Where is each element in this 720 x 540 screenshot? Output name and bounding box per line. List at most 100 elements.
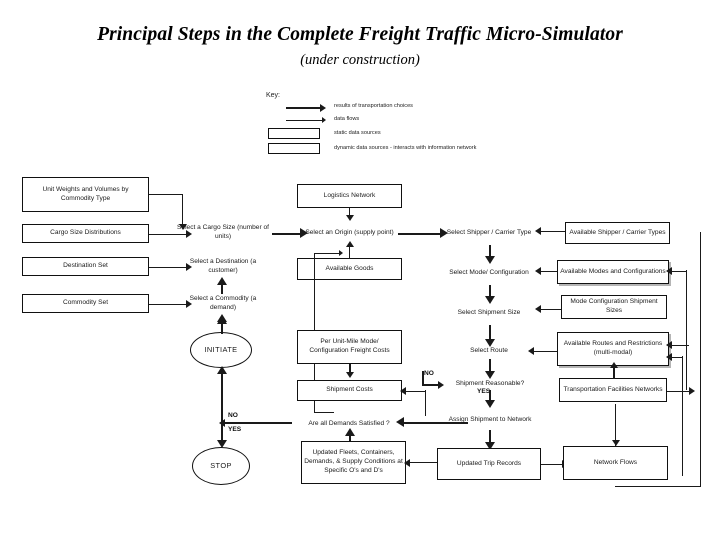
edge-reasonable-no-arrowhead xyxy=(438,380,444,389)
edge-trip-top-feeder xyxy=(489,432,490,448)
edge-commodityset-arrowhead xyxy=(186,300,192,308)
node-available-shipper-types[interactable]: Available Shipper / Carrier Types xyxy=(565,222,670,244)
edge-into-shipment-costs-arrowhead xyxy=(400,387,406,395)
node-select-cargo-size[interactable]: Select a Cargo Size (number of units) xyxy=(175,222,271,244)
edge-route-to-reasonable xyxy=(489,359,492,375)
edge-assign-to-trip xyxy=(489,430,492,446)
edge-into-modes-arrowhead xyxy=(666,267,672,275)
node-commodity-set[interactable]: Commodity Set xyxy=(22,294,149,313)
edge-size-to-route-arrowhead xyxy=(484,339,495,347)
legend-title: Key: xyxy=(266,92,281,99)
edge-unitweights-down xyxy=(182,194,183,226)
legend-entry-dynamic-label: dynamic data sources - interacts with in… xyxy=(334,145,477,151)
node-select-shipment-size[interactable]: Select Shipment Size xyxy=(443,302,535,324)
node-updated-trip-records[interactable]: Updated Trip Records xyxy=(437,448,541,480)
edge-logistics-down-arrowhead xyxy=(345,215,354,221)
edge-feedback-arrowhead xyxy=(339,250,343,256)
node-mode-config-sizes[interactable]: Mode Configuration Shipment Sizes xyxy=(561,295,667,319)
edge-shippertypes-arrowhead xyxy=(535,227,541,235)
node-updated-fleets-label: Updated Fleets, Containers, Demands, & S… xyxy=(304,449,403,474)
title-block: Principal Steps in the Complete Freight … xyxy=(0,24,720,69)
node-available-shipper-types-label: Available Shipper / Carrier Types xyxy=(569,228,666,236)
edge-into-routes-h2 xyxy=(671,356,683,358)
node-are-all-demands[interactable]: Are all Demands Satisfied ? xyxy=(300,413,398,435)
edge-modes-arrowhead xyxy=(535,267,541,275)
edge-configsizes-to-select xyxy=(538,308,561,310)
node-logistics-network[interactable]: Logistics Network xyxy=(297,184,402,208)
node-network-flows[interactable]: Network Flows xyxy=(563,446,668,480)
edge-cargosize-to-select xyxy=(149,233,187,235)
edge-mode-to-size-arrowhead xyxy=(484,296,495,304)
node-unit-weights[interactable]: Unit Weights and Volumes by Commodity Ty… xyxy=(22,177,149,212)
node-available-routes-label: Available Routes and Restrictions (multi… xyxy=(563,340,663,356)
node-destination-set-label: Destination Set xyxy=(63,262,108,270)
legend-entry-dataflows-label: data flows xyxy=(334,116,360,122)
edge-yes-to-stop xyxy=(221,423,224,445)
node-transport-facilities[interactable]: Transportation Facilities Networks xyxy=(559,378,667,402)
node-per-unit-mile-costs[interactable]: Per Unit-Mile Mode/ Configuration Freigh… xyxy=(297,330,402,364)
node-select-route[interactable]: Select Route xyxy=(449,345,529,357)
node-updated-trip-records-label: Updated Trip Records xyxy=(456,459,522,467)
node-available-modes[interactable]: Available Modes and Configurations xyxy=(557,260,669,284)
node-updated-fleets[interactable]: Updated Fleets, Containers, Demands, & S… xyxy=(301,441,406,484)
edge-assign-to-demands xyxy=(400,421,468,424)
node-cargo-size-distributions[interactable]: Cargo Size Distributions xyxy=(22,224,149,243)
edge-trip-to-fleets xyxy=(406,462,438,463)
edge-assign-to-demands-arrowhead xyxy=(396,417,404,427)
node-assign-shipment-label: Assign Shipment to Network xyxy=(448,415,532,423)
edge-unitweights-arrowhead xyxy=(178,224,187,230)
edge-into-routes-arrowhead-2 xyxy=(666,353,672,361)
node-select-origin[interactable]: Select an Origin (supply point) xyxy=(302,222,397,244)
edge-route-to-reasonable-arrowhead xyxy=(484,371,495,379)
edge-trip-to-fleets-arrowhead xyxy=(404,458,410,467)
node-stop[interactable]: STOP xyxy=(192,447,250,485)
edge-facilities-to-routes-arrowhead xyxy=(609,362,618,368)
node-assign-shipment[interactable]: Assign Shipment to Network xyxy=(440,409,540,431)
edge-perunit-to-shipcosts-arrowhead xyxy=(345,372,354,378)
edge-fleets-to-demands-arrowhead xyxy=(344,428,355,436)
edge-into-routes-h1 xyxy=(671,344,689,346)
node-select-commodity[interactable]: Select a Commodity (a demand) xyxy=(175,293,271,315)
edge-origin-to-shipper xyxy=(398,232,442,235)
page-subtitle: (under construction) xyxy=(300,52,420,69)
node-per-unit-mile-costs-label: Per Unit-Mile Mode/ Configuration Freigh… xyxy=(309,338,390,354)
node-select-destination-label: Select a Destination (a customer) xyxy=(189,258,257,274)
edge-feedback-bottom xyxy=(314,412,334,413)
node-available-routes[interactable]: Available Routes and Restrictions (multi… xyxy=(557,332,669,366)
node-shipment-reasonable[interactable]: Shipment Reasonable? xyxy=(446,378,534,390)
edge-networkflows-loop-h xyxy=(615,486,701,487)
node-stop-label: STOP xyxy=(210,461,232,471)
edge-initiate-up-arrowhead xyxy=(216,316,227,324)
edge-demands-no-arrowhead xyxy=(219,418,225,427)
node-transport-facilities-label: Transportation Facilities Networks xyxy=(563,385,663,393)
page-title: Principal Steps in the Complete Freight … xyxy=(97,24,623,45)
node-initiate-label: INITIATE xyxy=(204,345,238,355)
node-select-origin-label: Select an Origin (supply point) xyxy=(305,228,394,236)
edge-goods-to-origin-arrowhead xyxy=(345,241,354,247)
node-destination-set[interactable]: Destination Set xyxy=(22,257,149,276)
flag-demands-no: NO xyxy=(228,412,238,419)
edge-cargosize-to-origin-arrowhead xyxy=(300,228,308,238)
edge-into-networkflows-v xyxy=(615,404,616,446)
edge-logistics-down xyxy=(349,208,350,217)
node-initiate[interactable]: INITIATE xyxy=(190,332,252,368)
node-mode-config-sizes-label: Mode Configuration Shipment Sizes xyxy=(570,298,658,314)
flag-demands-yes: YES xyxy=(228,426,242,433)
edge-goods-to-origin xyxy=(349,247,350,259)
edge-configsizes-arrowhead xyxy=(535,305,541,313)
edge-trip-to-flows xyxy=(541,463,563,465)
legend-dynamic-box-icon xyxy=(268,143,320,154)
node-select-mode[interactable]: Select Mode/ Configuration xyxy=(443,262,535,284)
legend-entry-static-label: static data sources xyxy=(334,130,381,136)
node-shipment-reasonable-label: Shipment Reasonable? xyxy=(455,379,525,387)
edge-into-modes-v xyxy=(686,270,687,390)
node-select-destination[interactable]: Select a Destination (a customer) xyxy=(175,256,271,278)
node-select-cargo-size-label: Select a Cargo Size (number of units) xyxy=(177,224,269,240)
edge-reasonable-no-h xyxy=(422,384,440,386)
legend-entry-results-label: results of transportation choices xyxy=(334,103,413,109)
node-available-goods[interactable]: Available Goods xyxy=(297,258,402,280)
node-shipment-costs[interactable]: Shipment Costs xyxy=(297,380,402,401)
edge-initiate-up xyxy=(221,322,224,334)
node-select-shipper[interactable]: Select Shipper / Carrier Type xyxy=(443,222,535,244)
node-select-shipment-size-label: Select Shipment Size xyxy=(457,308,521,316)
